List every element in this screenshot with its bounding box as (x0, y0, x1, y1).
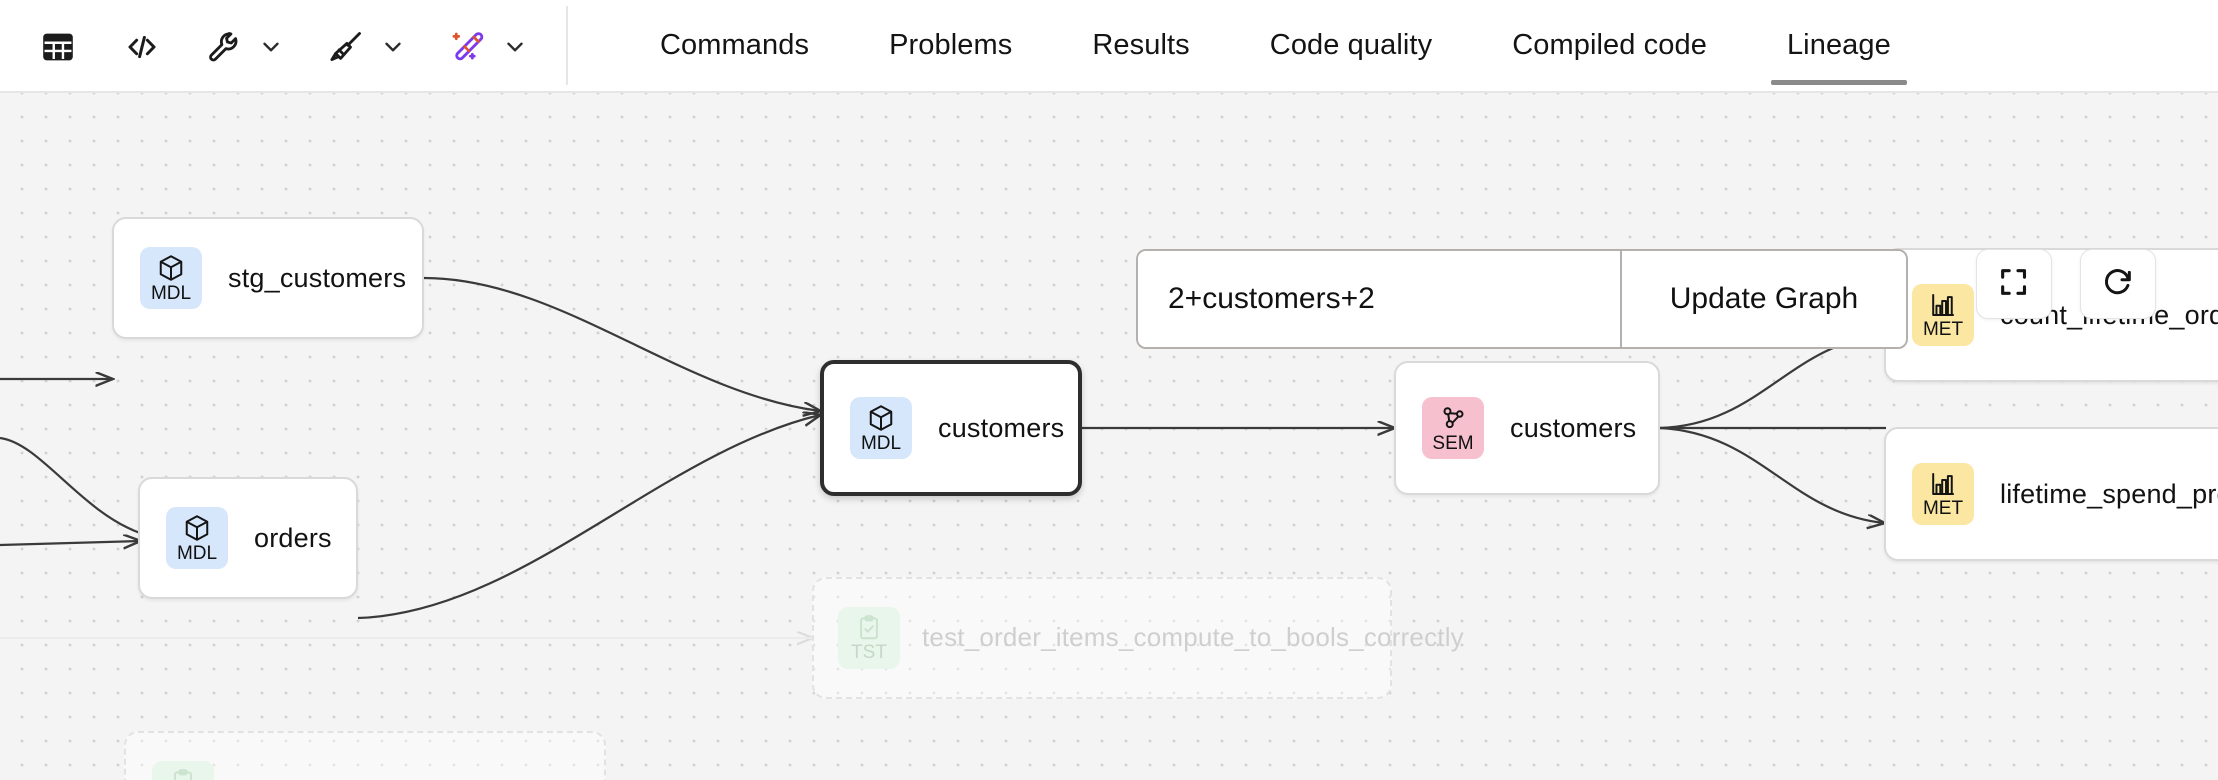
edge-orders-to-customers (357, 415, 820, 620)
node-test-order-items[interactable]: TST test_order_items_compute_to_bools_co… (812, 577, 1464, 699)
refresh-icon (2101, 265, 2135, 304)
fit-view-icon (1997, 265, 2031, 304)
tab-results[interactable]: Results (1052, 0, 1229, 91)
tab-code-quality-label: Code quality (1269, 29, 1433, 61)
tab-lineage[interactable]: Lineage (1747, 0, 1931, 91)
editor-header: Commands Problems Results Code quality C… (0, 0, 2218, 93)
node-orders[interactable]: MDL orders (138, 477, 358, 599)
fit-view-button[interactable] (1976, 249, 2052, 319)
graph-search-input[interactable] (1138, 251, 1620, 347)
node-label: test_order_items_compute_to_bools_correc… (922, 622, 1464, 653)
edge-in-orders-a (0, 436, 141, 535)
code-icon[interactable] (114, 19, 170, 75)
toolbar-divider (566, 6, 568, 85)
edge-sem-to-lifetime-spend (1659, 426, 1884, 523)
badge-met-label: MET (1922, 498, 1964, 519)
editor-tabs: Commands Problems Results Code quality C… (620, 0, 1931, 91)
badge-sem-label: SEM (1432, 433, 1474, 454)
badge-mdl-label: MDL (176, 543, 218, 564)
badge-tst: TST (152, 761, 214, 780)
tab-code-quality[interactable]: Code quality (1230, 0, 1472, 91)
node-label: customers (938, 412, 1065, 443)
tab-commands[interactable]: Commands (620, 0, 849, 91)
badge-tst: TST (838, 607, 900, 669)
badge-met: MET (1912, 284, 1974, 346)
magic-wand-chevron-icon[interactable] (496, 22, 534, 72)
node-customers-sem[interactable]: SEM customers (1394, 361, 1660, 495)
node-test-partial[interactable]: TST (124, 731, 606, 780)
table-icon[interactable] (30, 19, 86, 75)
edge-stg-customers-to-customers (423, 276, 820, 411)
broom-chevron-icon[interactable] (374, 22, 412, 72)
update-graph-button[interactable]: Update Graph (1620, 251, 1906, 347)
lineage-canvas[interactable]: MDL stg_customers MDL orders MDL custome… (0, 93, 2218, 780)
edge-in-orders-b (0, 541, 140, 545)
badge-mdl-label: MDL (150, 283, 192, 304)
node-label: orders (254, 522, 332, 553)
tab-compiled-code-label: Compiled code (1512, 29, 1707, 61)
tab-results-label: Results (1092, 29, 1190, 61)
badge-tst-label: TST (851, 642, 887, 663)
tab-problems[interactable]: Problems (849, 0, 1052, 91)
node-label: stg_customers (228, 262, 407, 293)
node-label: customers (1510, 412, 1637, 443)
badge-mdl: MDL (140, 247, 202, 309)
lineage-edges (0, 276, 2218, 780)
node-lifetime-spend-pretax[interactable]: MET lifetime_spend_preta (1884, 427, 2218, 561)
badge-mdl: MDL (166, 507, 228, 569)
tab-problems-label: Problems (889, 29, 1013, 61)
node-stg-customers[interactable]: MDL stg_customers (112, 217, 424, 339)
badge-met: MET (1912, 463, 1974, 525)
broom-icon[interactable] (318, 19, 374, 75)
node-customers-mdl[interactable]: MDL customers (820, 360, 1082, 496)
badge-mdl: MDL (850, 397, 912, 459)
graph-search-group: Update Graph (1136, 249, 1908, 349)
refresh-graph-button[interactable] (2080, 249, 2156, 319)
badge-met-label: MET (1922, 319, 1964, 340)
badge-sem: SEM (1422, 397, 1484, 459)
node-label: lifetime_spend_preta (2000, 478, 2218, 509)
tab-commands-label: Commands (660, 29, 810, 61)
wrench-chevron-icon[interactable] (252, 22, 290, 72)
tab-compiled-code[interactable]: Compiled code (1472, 0, 1747, 91)
wrench-icon[interactable] (196, 19, 252, 75)
tab-lineage-label: Lineage (1786, 29, 1891, 61)
editor-toolbar (0, 0, 540, 93)
badge-mdl-label: MDL (860, 433, 902, 454)
magic-wand-icon[interactable] (440, 19, 496, 75)
